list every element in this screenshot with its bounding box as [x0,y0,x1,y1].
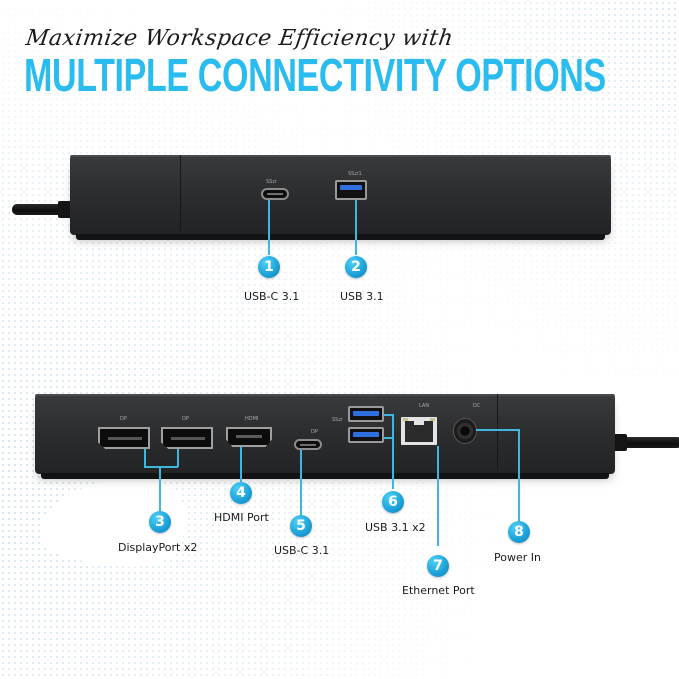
front-cable [12,204,72,215]
usb-c-ss-mark: SS⇄ [266,179,277,185]
lan-mark: LAN [419,403,430,409]
callout-badge-7: 7 [427,555,449,577]
usb-c-dp-mark: DP [311,429,318,435]
dp-bracket-right [177,449,179,467]
hdmi-mark: HDMI [245,416,259,422]
dp-bracket-left [144,449,146,467]
callout-badge-5: 5 [290,515,312,537]
rear-cable-collar [613,434,627,451]
callout-line-1 [268,200,270,255]
hdmi-port[interactable] [226,427,272,447]
callout-label-ethernet: Ethernet Port [402,584,475,597]
front-dock: SS⇄ SS⇄1 [70,155,611,240]
front-cable-collar [58,201,72,218]
callout-badge-2: 2 [345,256,367,278]
rear-usb-a-port-2[interactable] [348,427,384,443]
dp-mark-2: DP [182,416,189,422]
callout-label-usb-a-rear: USB 3.1 x2 [365,521,426,534]
dc-mark: DC [473,403,481,409]
usb-bracket-bottom [384,437,393,439]
dp-mark-1: DP [120,416,127,422]
callout-badge-8: 8 [508,521,530,543]
ethernet-port[interactable] [401,417,437,445]
front-usb-a-port[interactable] [335,180,367,200]
displayport-1[interactable] [98,427,150,449]
callout-line-4 [240,447,242,482]
callout-label-usb-c-rear: USB-C 3.1 [274,544,330,557]
callout-label-usb-c: USB-C 3.1 [244,290,300,303]
power-jack[interactable] [453,418,477,444]
callout-badge-6: 6 [382,491,404,513]
callout-label-usb-a: USB 3.1 [340,290,384,303]
power-connector-h [476,429,519,431]
rear-dock: DP DP HDMI DP SS⇄ LAN DC [35,394,615,479]
callout-line-5 [300,450,302,515]
rear-usb-a-port-1[interactable] [348,406,384,422]
callout-line-7 [437,446,439,546]
usb-bracket-top [384,414,393,416]
front-usb-c-port[interactable] [261,188,289,200]
subtitle: Maximize Workspace Efficiency with [24,26,455,51]
callout-badge-3: 3 [149,511,171,533]
rear-cable [610,437,679,448]
callout-label-power: Power In [494,551,541,564]
callout-label-hdmi: HDMI Port [214,511,269,524]
callout-badge-1: 1 [258,256,280,278]
usb-a-ss-mark: SS⇄1 [348,171,362,177]
callout-line-2 [355,200,357,255]
page-title: MULTIPLE CONNECTIVITY OPTIONS [24,49,606,101]
dp-bracket-bottom [144,466,178,468]
callout-line-6 [392,414,394,489]
displayport-2[interactable] [161,427,213,449]
callout-line-3 [159,466,161,511]
callout-line-8 [518,429,520,521]
usb-a-ss-mark: SS⇄ [332,417,343,423]
callout-label-displayport: DisplayPort x2 [118,541,198,554]
rear-usb-c-port[interactable] [294,439,322,450]
callout-badge-4: 4 [230,482,252,504]
